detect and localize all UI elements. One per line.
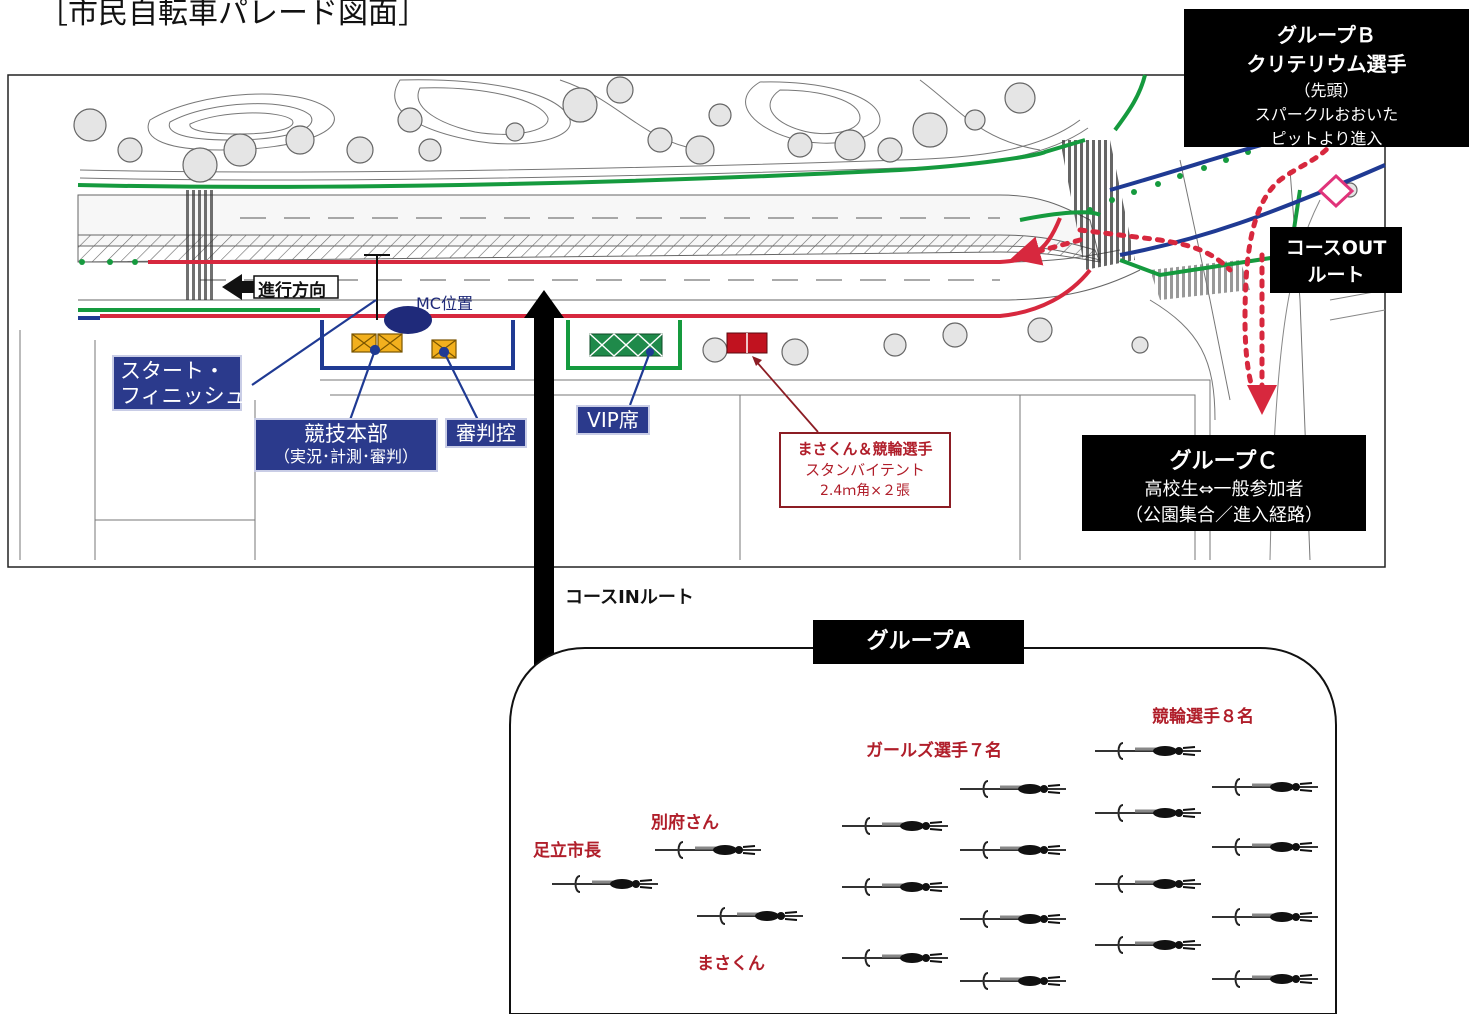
- mc-position-label: MC位置: [416, 294, 473, 313]
- rider-icon: [842, 817, 948, 835]
- mayor-label: 足立市長: [533, 841, 601, 861]
- group-a-area: [509, 647, 1337, 1014]
- hq-pointers: [251, 299, 479, 421]
- group-c-title: グループＣ: [1169, 449, 1279, 474]
- mc-position-marker: [384, 306, 432, 334]
- trees: [73, 76, 1358, 366]
- group-c-line-2: 高校生⇔一般参加者: [1144, 479, 1304, 500]
- hq-title: 競技本部: [304, 422, 388, 446]
- vip-seats-label: VIP席: [576, 405, 650, 435]
- rider-icon: [960, 972, 1066, 990]
- group-b-label: グループＢ クリテリウム選手 （先頭） スパークルおおいた ピットより進入: [1184, 9, 1469, 148]
- rider-icon: [842, 878, 948, 896]
- keirin-riders-label: 競輪選手８名: [1152, 707, 1254, 727]
- rider-icon: [1212, 838, 1318, 856]
- start-finish-line-2: フィニッシュ: [120, 384, 246, 408]
- rider-icon: [960, 841, 1066, 859]
- tent-line-2: スタンバイテント: [805, 461, 925, 479]
- route-green-dots: [79, 149, 1251, 265]
- rider-icon: [1095, 936, 1201, 954]
- accent-diamond: [1317, 173, 1355, 209]
- road: [77, 140, 1386, 561]
- course-out-line-2: ルート: [1307, 264, 1365, 286]
- rider-icon: [697, 907, 803, 925]
- group-c-line-3: （公園集合／進入経路）: [1125, 505, 1323, 526]
- course-in-arrow: [524, 290, 564, 665]
- course-out-line-1: コースOUT: [1285, 237, 1387, 259]
- direction-arrow: [222, 274, 339, 300]
- hq-enclosure: [320, 320, 515, 370]
- rider-icon: [960, 780, 1066, 798]
- direction-label: 進行方向: [258, 281, 326, 301]
- rider-icon: [842, 949, 948, 967]
- rider-icon: [1095, 742, 1201, 760]
- rider-icon: [1095, 875, 1201, 893]
- referee-room-label: 審判控: [445, 418, 527, 448]
- page-title: ［市民自転車パレード図面］: [38, 0, 428, 31]
- start-finish-label: スタート・ フィニッシュ: [112, 355, 246, 411]
- rider-icon: [655, 841, 761, 859]
- group-b-note-1: （先頭）: [1294, 81, 1359, 100]
- riders: [552, 742, 1318, 990]
- course-out-label: コースOUT ルート: [1270, 227, 1402, 293]
- standby-tent-label: まさくん＆競輪選手 スタンバイテント 2.4ｍ角×２張: [779, 432, 951, 508]
- group-a-title: グループA: [813, 620, 1024, 664]
- group-b-subtitle: クリテリウム選手: [1246, 52, 1407, 76]
- rider-icon: [960, 910, 1066, 928]
- group-b-note-2: スパークルおおいた: [1254, 105, 1399, 124]
- tent-line-1: まさくん＆競輪選手: [797, 440, 933, 458]
- girls-riders-label: ガールズ選手７名: [866, 741, 1002, 761]
- group-c-label: グループＣ 高校生⇔一般参加者 （公園集合／進入経路）: [1082, 435, 1366, 531]
- hq-subtitle: （実況･計測･審判）: [273, 447, 418, 466]
- masakun-label: まさくん: [697, 954, 765, 974]
- mc-pole: [364, 254, 390, 320]
- standby-tent: [726, 332, 819, 433]
- rider-icon: [1212, 908, 1318, 926]
- tent-line-3: 2.4ｍ角×２張: [820, 483, 910, 499]
- beppu-label: 別府さん: [651, 813, 719, 833]
- course-in-label: コースINルート: [565, 587, 694, 608]
- group-b-note-3: ピットより進入: [1270, 129, 1383, 148]
- group-b-title: グループＢ: [1277, 23, 1376, 47]
- rider-icon: [1212, 778, 1318, 796]
- route-green: [77, 74, 1302, 312]
- rider-icon: [1095, 804, 1201, 822]
- vip-enclosure: [566, 320, 682, 406]
- rider-icon: [552, 875, 658, 893]
- route-red-dotted: [1010, 137, 1338, 415]
- rider-icon: [1212, 970, 1318, 988]
- hq-label: 競技本部 （実況･計測･審判）: [254, 418, 438, 472]
- start-finish-line-1: スタート・: [120, 359, 225, 383]
